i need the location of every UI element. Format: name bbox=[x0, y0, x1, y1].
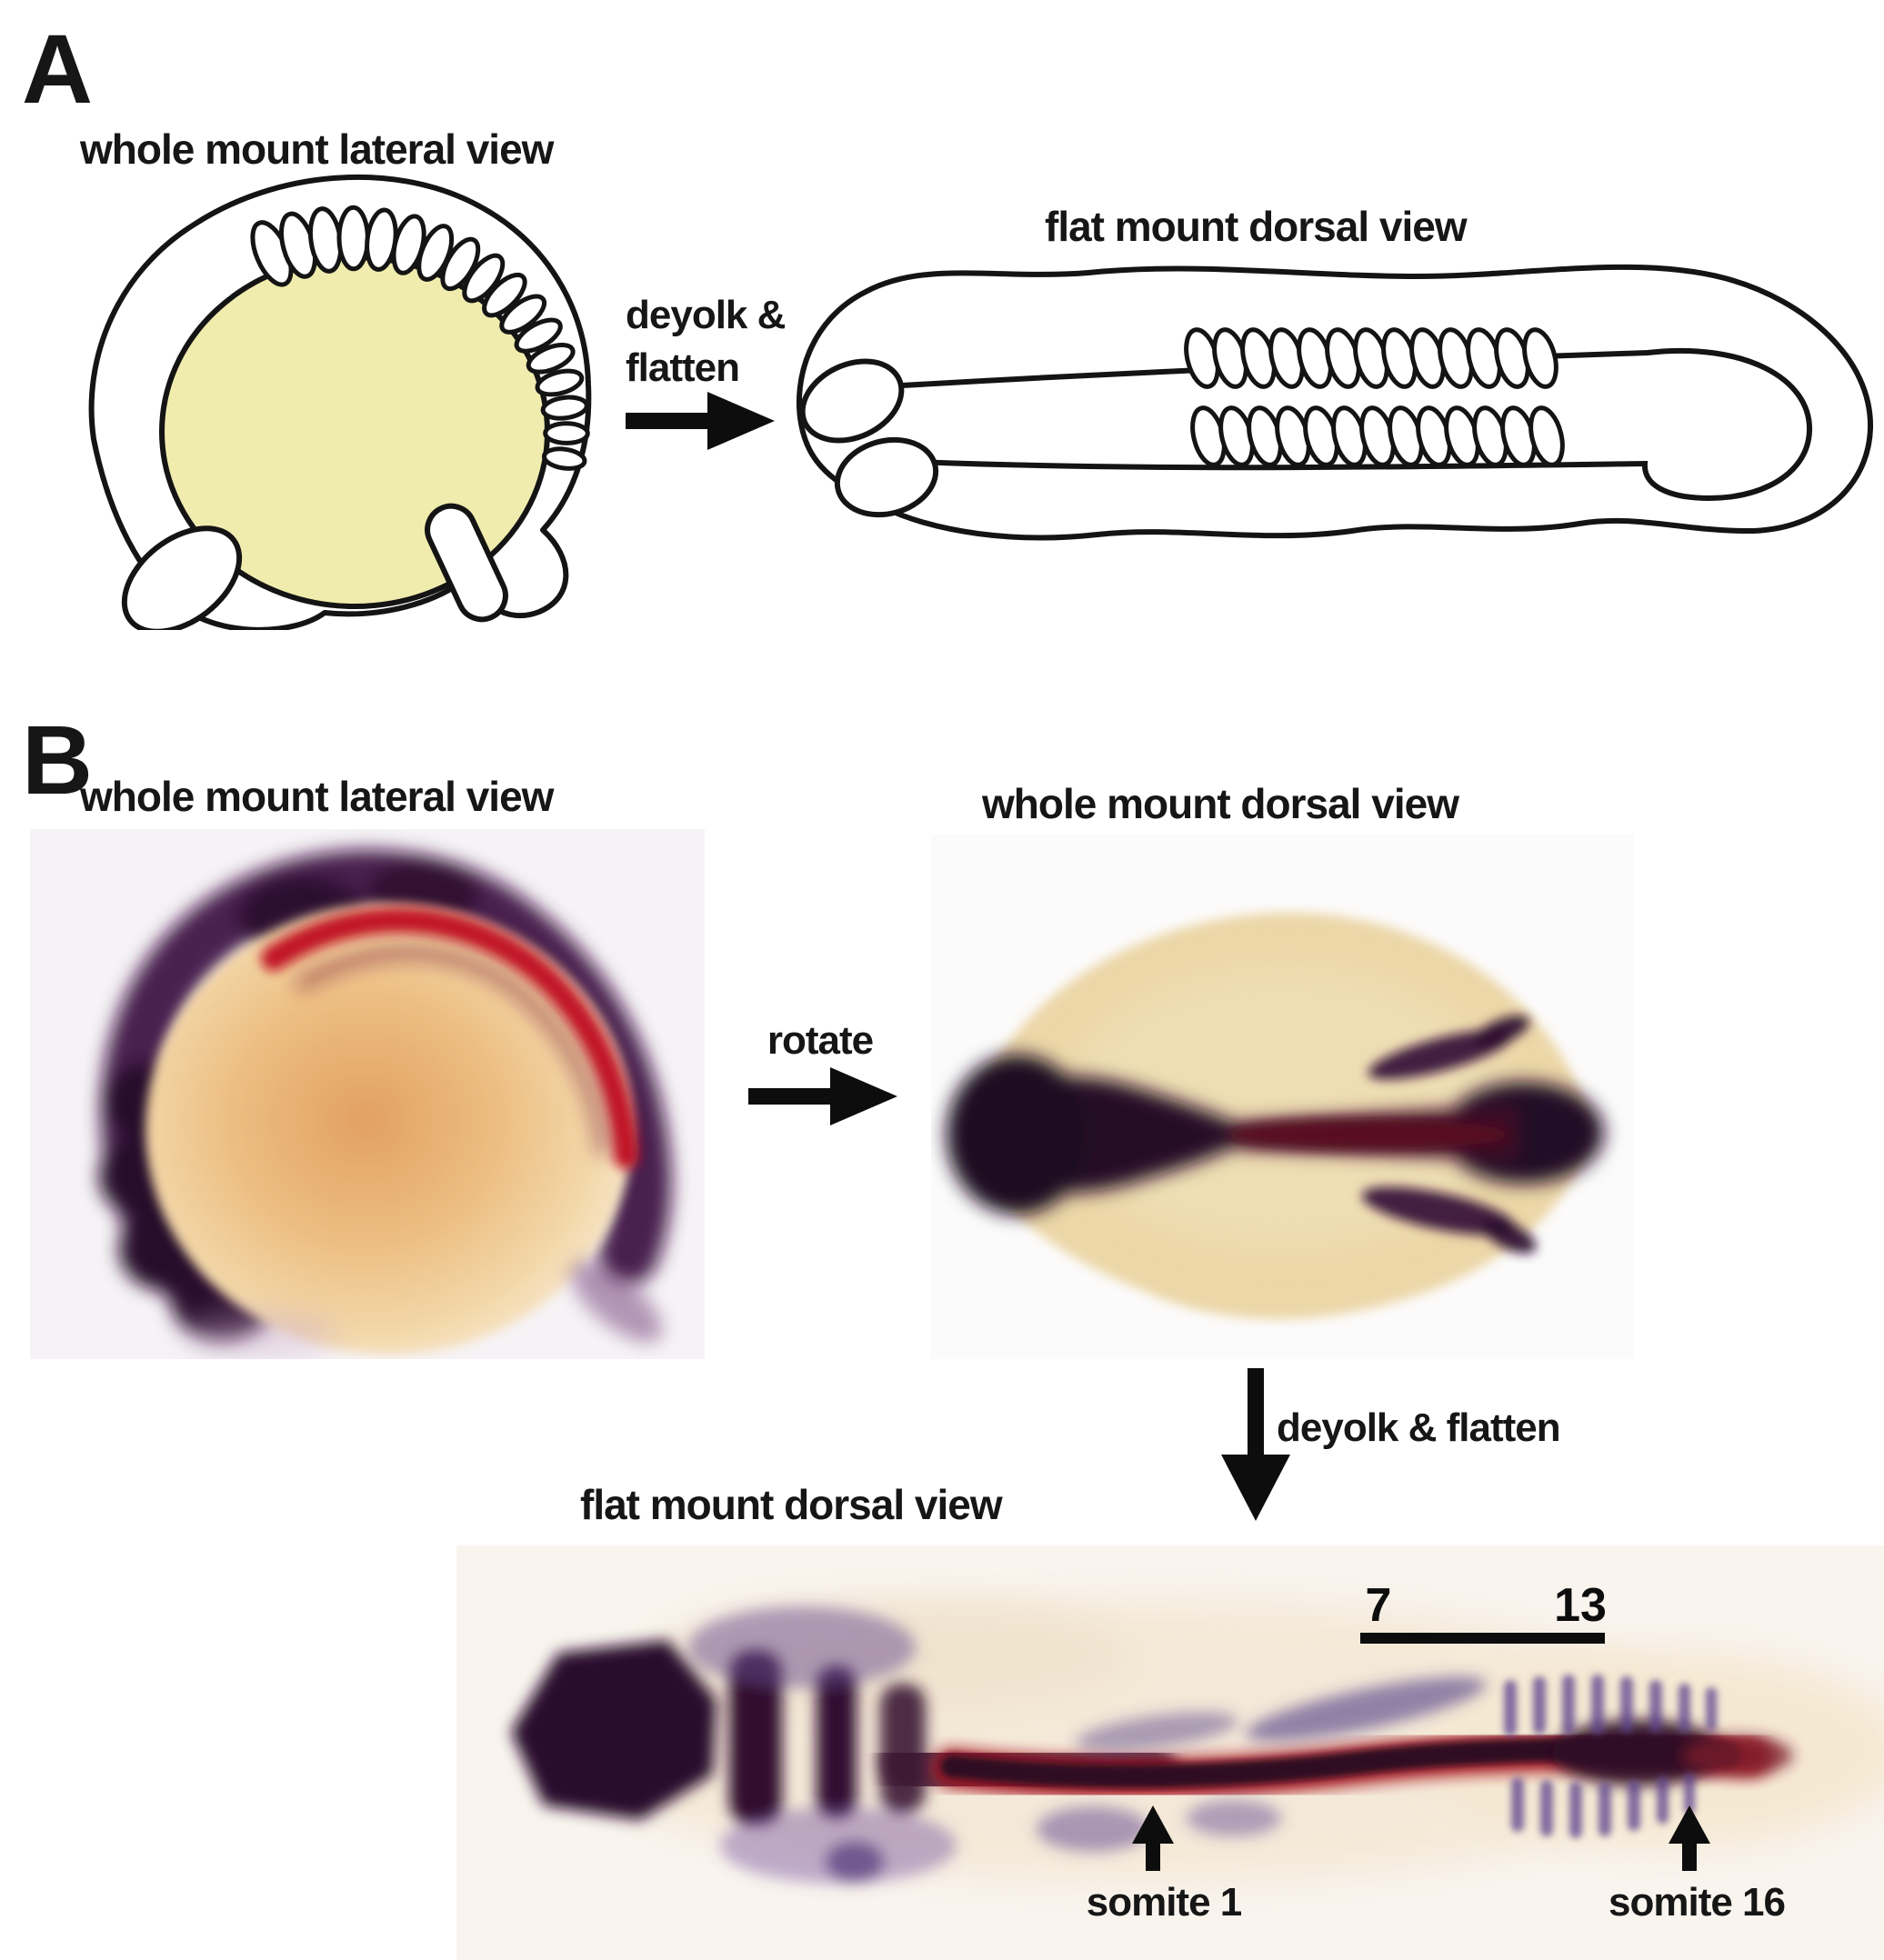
photo-flat-mount-dorsal: 7 13 somite 1 somite 16 bbox=[456, 1545, 1884, 1960]
arrow-label-line2: flatten bbox=[626, 345, 740, 391]
drawing-whole-mount-lateral bbox=[77, 171, 605, 630]
tail-tip bbox=[425, 503, 508, 623]
somite-bar-start-number: 7 bbox=[1365, 1579, 1392, 1632]
somite-row-bottom bbox=[1190, 405, 1565, 467]
arrow-right-icon bbox=[626, 386, 777, 455]
panel-b-label: B bbox=[22, 705, 93, 815]
rotate-label: rotate bbox=[767, 1018, 874, 1063]
photo-whole-mount-lateral bbox=[30, 829, 705, 1359]
panel-b-flat-title: flat mount dorsal view bbox=[580, 1481, 1003, 1528]
arrow-down-icon bbox=[1219, 1368, 1292, 1523]
panel-a-left-title: whole mount lateral view bbox=[80, 125, 554, 173]
arrow-up-icon bbox=[1667, 1805, 1712, 1871]
somite-bar-end-number: 13 bbox=[1554, 1579, 1607, 1632]
somite-row-arc bbox=[250, 205, 590, 471]
photo-whole-mount-dorsal bbox=[931, 835, 1634, 1359]
somite-1-label: somite 1 bbox=[1086, 1880, 1243, 1925]
drawing-flat-mount-dorsal bbox=[788, 242, 1884, 557]
somite-range-bar bbox=[1360, 1633, 1605, 1644]
somite-row-top bbox=[1184, 327, 1558, 389]
panel-a-right-title: flat mount dorsal view bbox=[1045, 203, 1468, 250]
arrow-up-icon bbox=[1130, 1805, 1176, 1871]
arrow-right-icon bbox=[748, 1062, 899, 1131]
flat-embryo-outline bbox=[796, 264, 1874, 541]
somite-16-label: somite 16 bbox=[1608, 1880, 1786, 1925]
panel-b-left-title: whole mount lateral view bbox=[80, 773, 554, 820]
deyolk-flatten-label: deyolk & flatten bbox=[1277, 1405, 1561, 1450]
panel-b-right-title: whole mount dorsal view bbox=[982, 780, 1459, 827]
head-oval-1 bbox=[799, 358, 905, 444]
head-oval-2 bbox=[834, 436, 939, 518]
yolk-photo bbox=[145, 904, 633, 1355]
arrow-label-line1: deyolk & bbox=[626, 293, 786, 337]
panel-a-arrow-label: deyolk & flatten bbox=[626, 289, 786, 395]
panel-a-label: A bbox=[22, 14, 93, 124]
head-oval bbox=[121, 525, 243, 630]
